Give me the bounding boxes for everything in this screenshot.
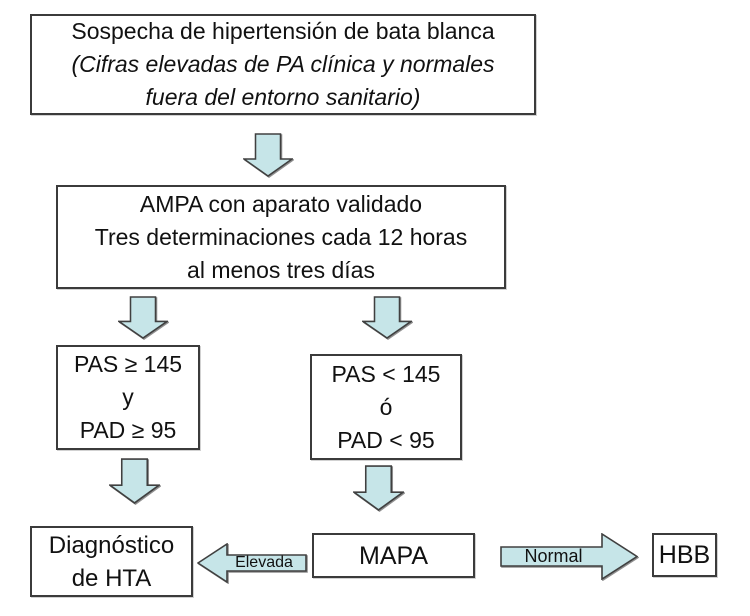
ampa-line1: AMPA con aparato validado bbox=[139, 190, 423, 217]
hbb-label: HBB bbox=[658, 541, 711, 569]
down-arrow-icon bbox=[353, 465, 404, 511]
elevated-criteria-line2: y bbox=[122, 384, 134, 410]
hbb-box: HBB bbox=[652, 533, 717, 577]
down-arrow-icon bbox=[362, 296, 412, 339]
down-arrow-icon bbox=[243, 133, 293, 177]
elevated-criteria-box: PAS ≥ 145 y PAD ≥ 95 bbox=[56, 345, 200, 450]
diagnosis-box: Diagnóstico de HTA bbox=[30, 526, 193, 597]
ampa-line3: al menos tres días bbox=[187, 256, 375, 283]
normal-criteria-box: PAS < 145 ó PAD < 95 bbox=[310, 354, 462, 460]
suspicion-box: Sospecha de hipertensión de bata blanca … bbox=[30, 14, 536, 115]
ampa-box: AMPA con aparato validado Tres determina… bbox=[56, 185, 506, 289]
elevada-arrow-label: Elevada bbox=[235, 554, 293, 571]
elevated-criteria-line1: PAS ≥ 145 bbox=[73, 351, 183, 377]
normal-right-arrow-icon: Normal bbox=[500, 533, 638, 580]
mapa-box: MAPA bbox=[312, 533, 475, 578]
elevated-criteria-line3: PAD ≥ 95 bbox=[79, 417, 177, 443]
normal-arrow-label: Normal bbox=[524, 546, 583, 566]
ampa-line2: Tres determinaciones cada 12 horas bbox=[94, 223, 468, 250]
diagnosis-line1: Diagnóstico bbox=[48, 531, 175, 559]
down-arrow-icon bbox=[118, 296, 168, 339]
diagnosis-line2: de HTA bbox=[71, 564, 152, 592]
mapa-label: MAPA bbox=[359, 541, 428, 570]
suspicion-subtitle-line2: fuera del entorno sanitario) bbox=[145, 84, 421, 110]
down-arrow-icon bbox=[109, 458, 160, 504]
normal-criteria-line1: PAS < 145 bbox=[331, 360, 441, 387]
elevada-left-arrow-icon: Elevada bbox=[197, 543, 307, 583]
normal-criteria-line2: ó bbox=[379, 393, 393, 420]
suspicion-title: Sospecha de hipertensión de bata blanca bbox=[71, 18, 495, 44]
suspicion-subtitle-line1: (Cifras elevadas de PA clínica y normale… bbox=[71, 51, 495, 77]
normal-criteria-line3: PAD < 95 bbox=[337, 426, 435, 453]
